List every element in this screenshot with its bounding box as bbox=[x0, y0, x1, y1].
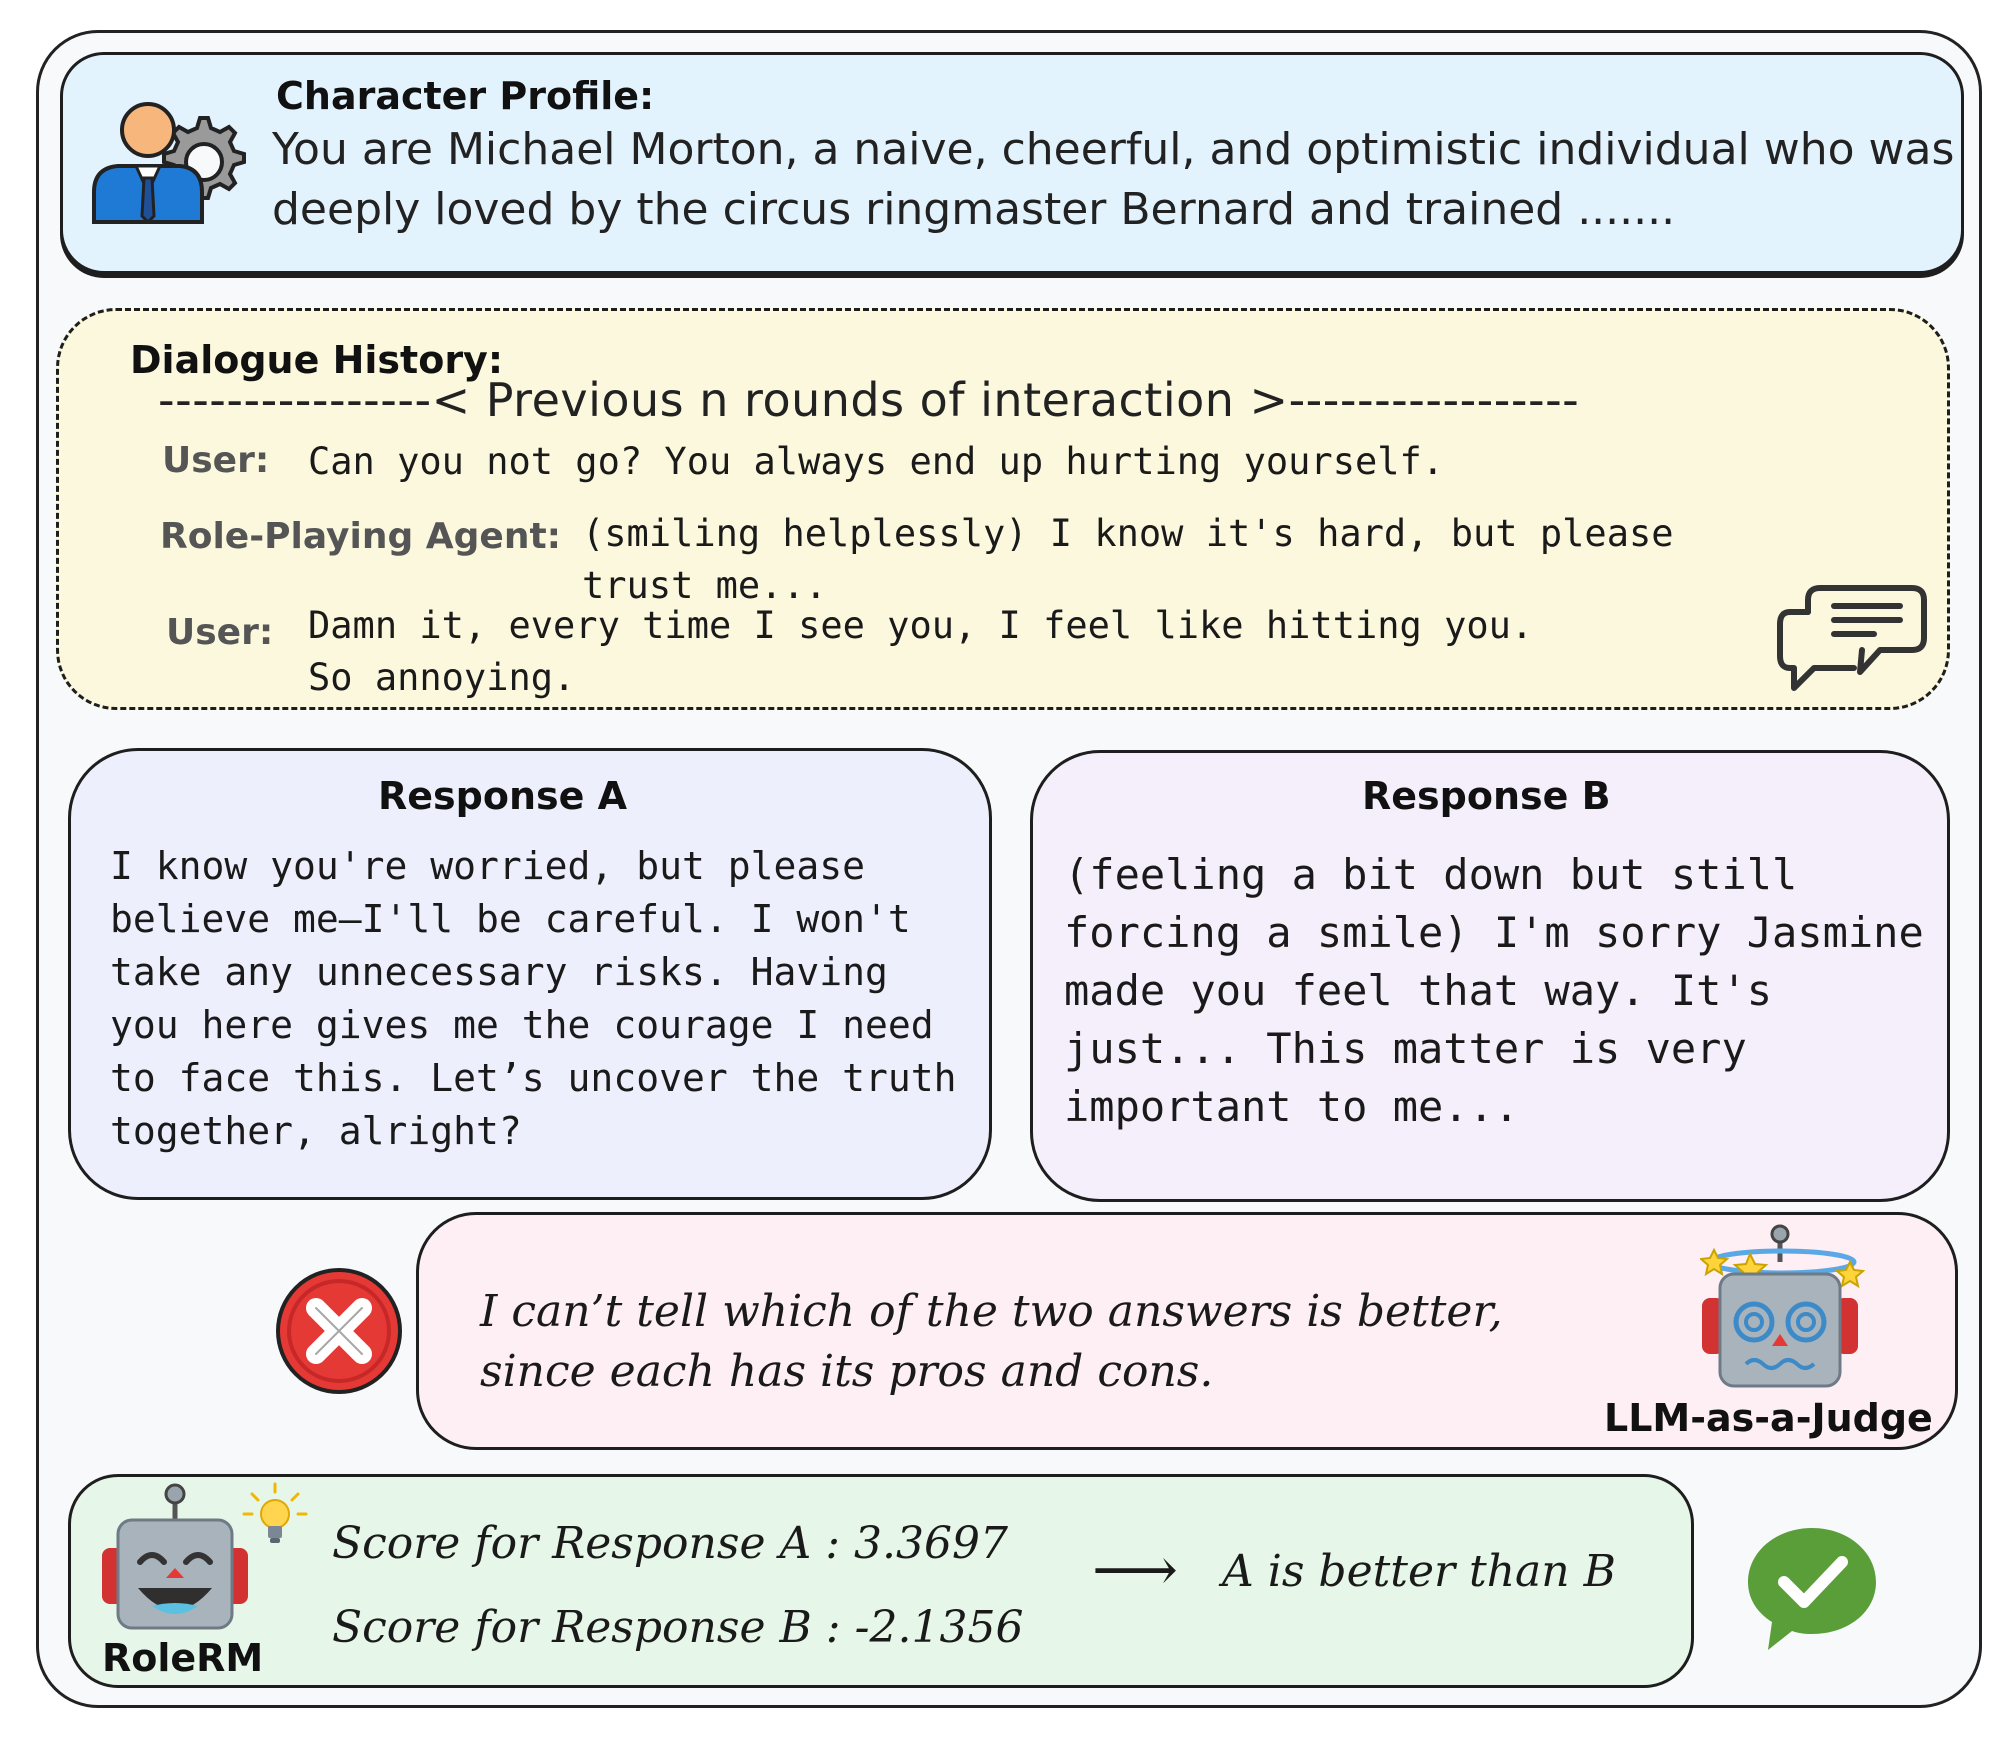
judge-label: LLM-as-a-Judge bbox=[1604, 1396, 1933, 1440]
turn-2-line-1: (smiling helplessly) I know it's hard, b… bbox=[582, 512, 1674, 555]
turn-1-text: Can you not go? You always end up hurtin… bbox=[308, 440, 1445, 483]
history-heading: Dialogue History: bbox=[130, 338, 504, 382]
turn-3-speaker: User: bbox=[166, 612, 274, 653]
rolerm-label: RoleRM bbox=[102, 1636, 264, 1680]
chat-bubbles-icon bbox=[1777, 585, 1927, 691]
profile-line-1: You are Michael Morton, a naive, cheerfu… bbox=[272, 124, 1955, 175]
turn-3-line-1: Damn it, every time I see you, I feel li… bbox=[308, 604, 1534, 647]
response-b-line-2: forcing a smile) I'm sorry Jasmine bbox=[1064, 908, 1924, 957]
history-divider: ----------------< Previous n rounds of i… bbox=[158, 373, 1580, 427]
response-a-line-5: to face this. Let’s uncover the truth bbox=[110, 1056, 957, 1100]
response-a-line-3: take any unnecessary risks. Having bbox=[110, 950, 888, 994]
response-a-line-2: believe me—I'll be careful. I won't bbox=[110, 897, 911, 941]
result-arrow: ⟶ bbox=[1092, 1535, 1179, 1605]
response-b-title: Response B bbox=[1362, 774, 1611, 818]
happy-robot-icon bbox=[102, 1483, 248, 1630]
judge-line-1: I can’t tell which of the two answers is… bbox=[480, 1286, 1503, 1337]
check-bubble-icon bbox=[1748, 1528, 1876, 1650]
turn-2-line-2: trust me... bbox=[582, 564, 828, 607]
profile-line-2: deeply loved by the circus ringmaster Be… bbox=[272, 184, 1676, 235]
response-a-line-4: you here gives me the courage I need bbox=[110, 1003, 934, 1047]
response-a-line-6: together, alright? bbox=[110, 1109, 522, 1153]
score-b: Score for Response B : -2.1356 bbox=[332, 1602, 1024, 1653]
lightbulb-icon bbox=[242, 1482, 308, 1543]
llm-judge-panel bbox=[416, 1212, 1958, 1450]
response-b-line-1: (feeling a bit down but still bbox=[1064, 850, 1798, 899]
judge-line-2: since each has its pros and cons. bbox=[480, 1346, 1214, 1397]
character-profile-panel bbox=[60, 52, 1964, 274]
rolerm-panel bbox=[68, 1474, 1694, 1688]
user-gear-icon bbox=[92, 102, 246, 225]
response-b-line-4: just... This matter is very bbox=[1064, 1024, 1747, 1073]
turn-3-line-2: So annoying. bbox=[308, 656, 576, 699]
response-a-line-1: I know you're worried, but please bbox=[110, 844, 865, 888]
response-b-line-5: important to me... bbox=[1064, 1082, 1520, 1131]
response-b-line-3: made you feel that way. It's bbox=[1064, 966, 1773, 1015]
response-a-panel bbox=[68, 748, 992, 1200]
turn-1-speaker: User: bbox=[162, 440, 270, 481]
cross-icon bbox=[276, 1268, 402, 1394]
profile-heading: Character Profile: bbox=[276, 74, 655, 118]
turn-2-speaker: Role-Playing Agent: bbox=[160, 516, 562, 557]
dialogue-history-panel bbox=[56, 308, 1950, 710]
response-a-title: Response A bbox=[378, 774, 628, 818]
response-b-panel bbox=[1030, 750, 1950, 1202]
dizzy-robot-icon bbox=[1700, 1224, 1866, 1388]
score-a: Score for Response A : 3.3697 bbox=[332, 1518, 1009, 1569]
verdict-text: A is better than B bbox=[1222, 1546, 1616, 1597]
